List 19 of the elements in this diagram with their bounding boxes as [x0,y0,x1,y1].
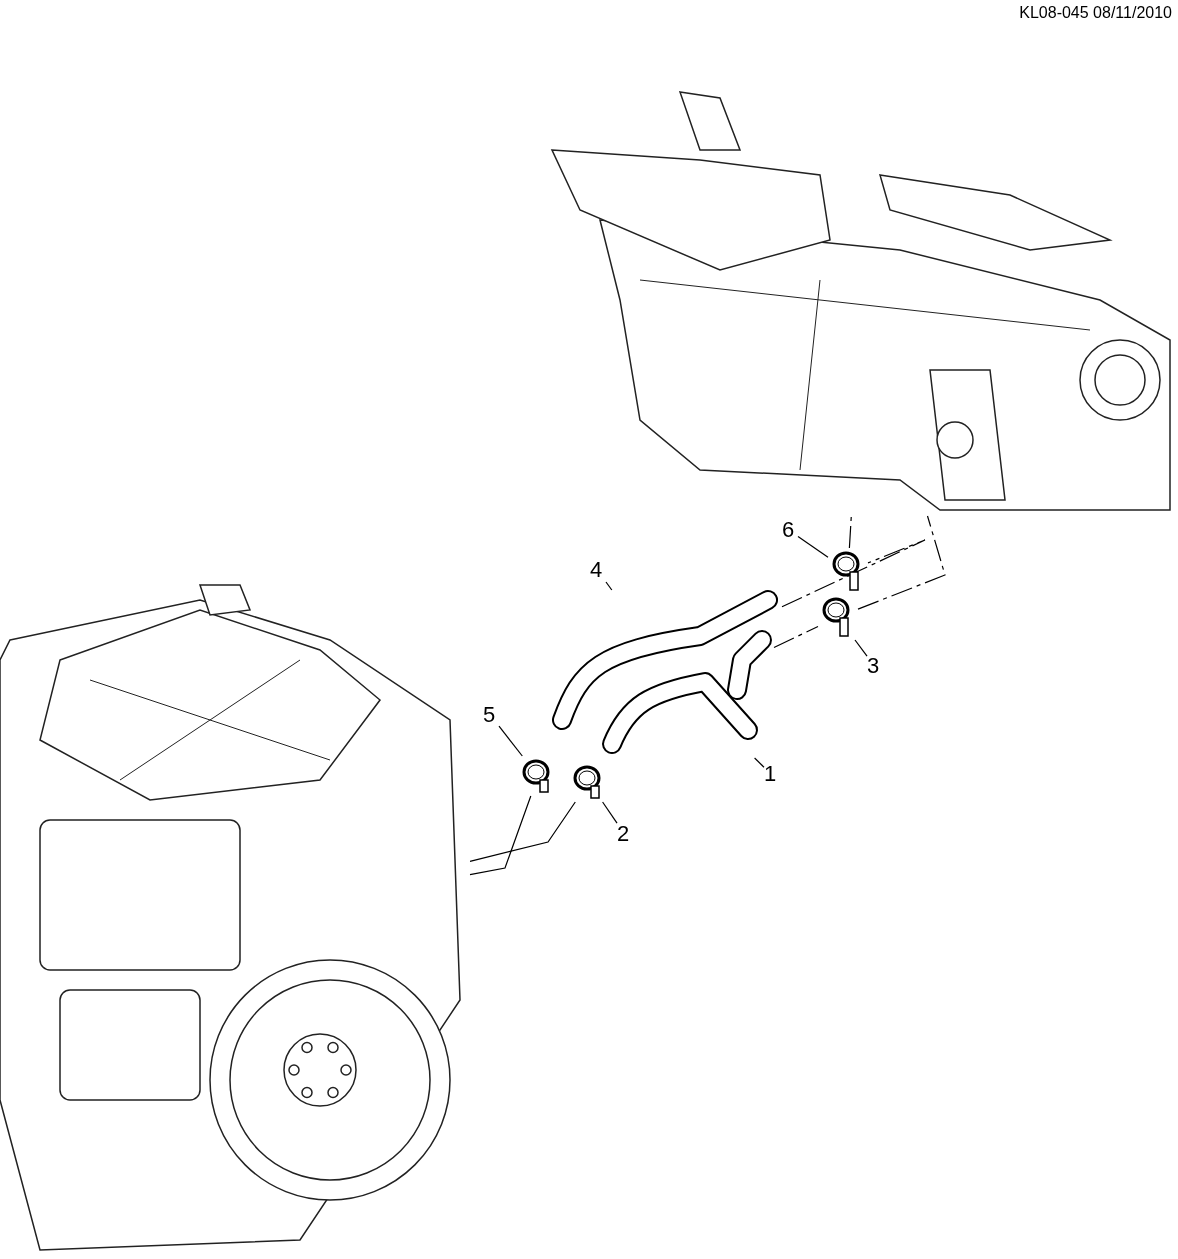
callout-number: 2 [617,822,630,846]
leader-line [854,639,868,657]
leader-line [469,801,576,862]
callout-number: 4 [590,558,603,582]
center-line [857,515,946,610]
callout-number: 5 [483,703,496,727]
leader-line [754,757,765,768]
callout-number: 6 [782,518,795,542]
leader-line [605,581,613,591]
callout-number: 3 [867,654,880,678]
leader-line [797,535,829,558]
center-line [848,515,852,549]
center-line [781,539,926,608]
callout-number: 1 [764,762,777,786]
center-line [773,625,819,649]
leader-line [602,801,618,824]
leader-line [469,795,532,876]
leader-line [498,725,523,757]
drawing-number: KL08-045 08/11/2010 [1019,4,1172,22]
